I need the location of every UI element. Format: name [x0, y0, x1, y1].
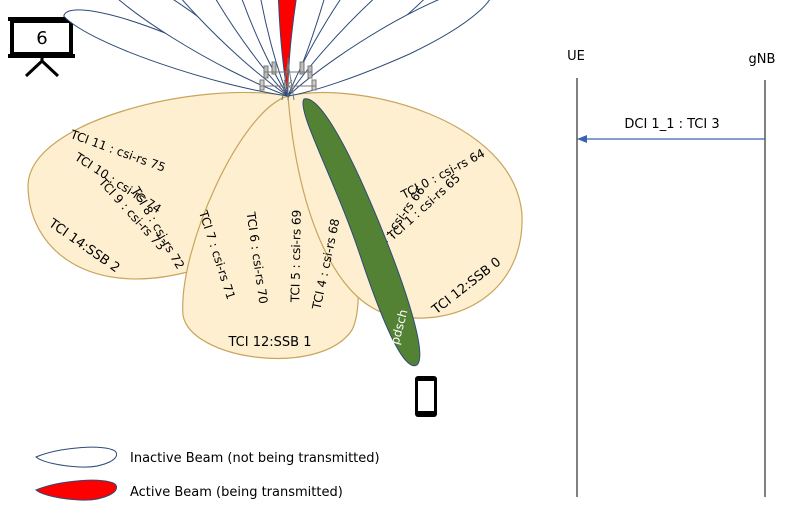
active-beam-swatch — [35, 479, 118, 501]
presentation-icon: 6 — [8, 17, 75, 78]
active-beam-label: Active Beam (being transmitted) — [130, 485, 343, 500]
inactive-beam-label: Inactive Beam (not being transmitted) — [130, 451, 380, 466]
beam-shape — [286, 0, 494, 97]
beam-shape — [287, 0, 345, 97]
slide-number: 6 — [36, 28, 47, 49]
ssb-1-label: TCI 12:SSB 1 — [228, 335, 312, 350]
arrow-head-icon — [577, 135, 587, 143]
gnb-label: gNB — [749, 52, 776, 67]
phone-icon — [415, 376, 437, 417]
pdsch-beam: pdsch — [302, 98, 421, 367]
inactive-beam-swatch — [35, 446, 118, 468]
legend: Inactive Beam (not being transmitted) Ac… — [35, 446, 380, 501]
ssb-beams — [27, 91, 523, 359]
ssb-beam-0 — [287, 92, 523, 319]
cell-tower-icon — [259, 58, 317, 101]
dci-message-label: DCI 1_1 : TCI 3 — [624, 117, 719, 132]
ue-label: UE — [567, 49, 585, 64]
csi-beam-label: TCI 5 : csi-rs 69 — [288, 210, 304, 304]
